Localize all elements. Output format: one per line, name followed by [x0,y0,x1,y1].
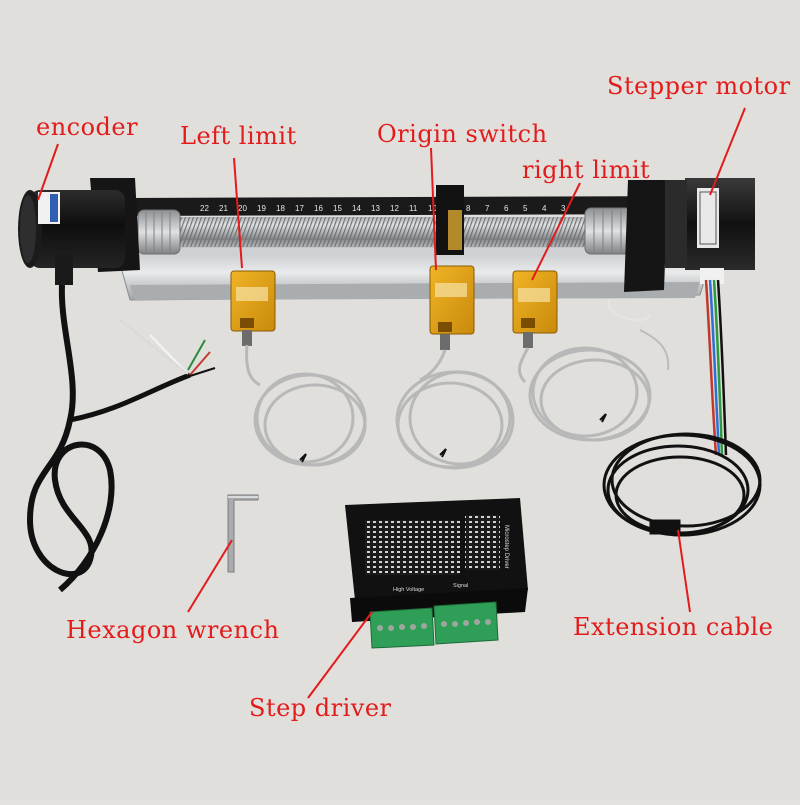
label-right-limit: right limit [522,156,651,184]
right-limit-sensor [512,270,558,348]
right-coupling [584,207,632,255]
sensor-cable-coils [245,344,652,470]
ruler-number: 3 [561,204,566,213]
driver-brand-text: Microstep Driver [503,525,509,569]
stepper-motor [665,178,755,284]
annotation-leader-lines [37,107,746,699]
driver-high-voltage-text: High Voltage [393,587,424,593]
ruler-number: 8 [466,204,471,213]
ruler-number: 14 [352,204,361,213]
label-step-driver: Step driver [249,694,392,722]
ruler-number: 4 [542,204,547,213]
step-driver: Microstep Driver High Voltage Signal [345,498,528,649]
ruler-number: 13 [371,204,380,213]
label-extension-cable: Extension cable [573,613,774,641]
ruler-number: 19 [257,204,266,213]
ruler-number: 16 [314,204,323,213]
label-hexagon-wrench: Hexagon wrench [66,616,280,644]
hexagon-wrench [227,494,259,573]
left-coupling [137,209,181,255]
label-left-limit: Left limit [180,122,297,150]
driver-signal-text: Signal [453,583,468,589]
ruler-number: 18 [276,204,285,213]
label-origin-switch: Origin switch [377,120,548,148]
ruler-number: 5 [523,204,528,213]
ruler-number: 11 [409,204,418,213]
left-limit-sensor [230,270,276,346]
label-stepper-motor: Stepper motor [607,72,791,100]
label-encoder: encoder [36,113,139,141]
ruler-number: 6 [504,204,509,213]
extension-cable-coil [602,432,762,537]
ruler-number: 7 [485,204,490,213]
motor-wires [704,279,728,456]
ruler-number: 17 [295,204,304,213]
ruler-number: 20 [238,204,247,213]
origin-switch-sensor [429,265,475,350]
ruler-number: 15 [333,204,342,213]
encoder [18,190,125,285]
ruler-number: 22 [200,204,209,213]
ruler-number: 12 [390,204,399,213]
ruler-number: 21 [219,204,228,213]
